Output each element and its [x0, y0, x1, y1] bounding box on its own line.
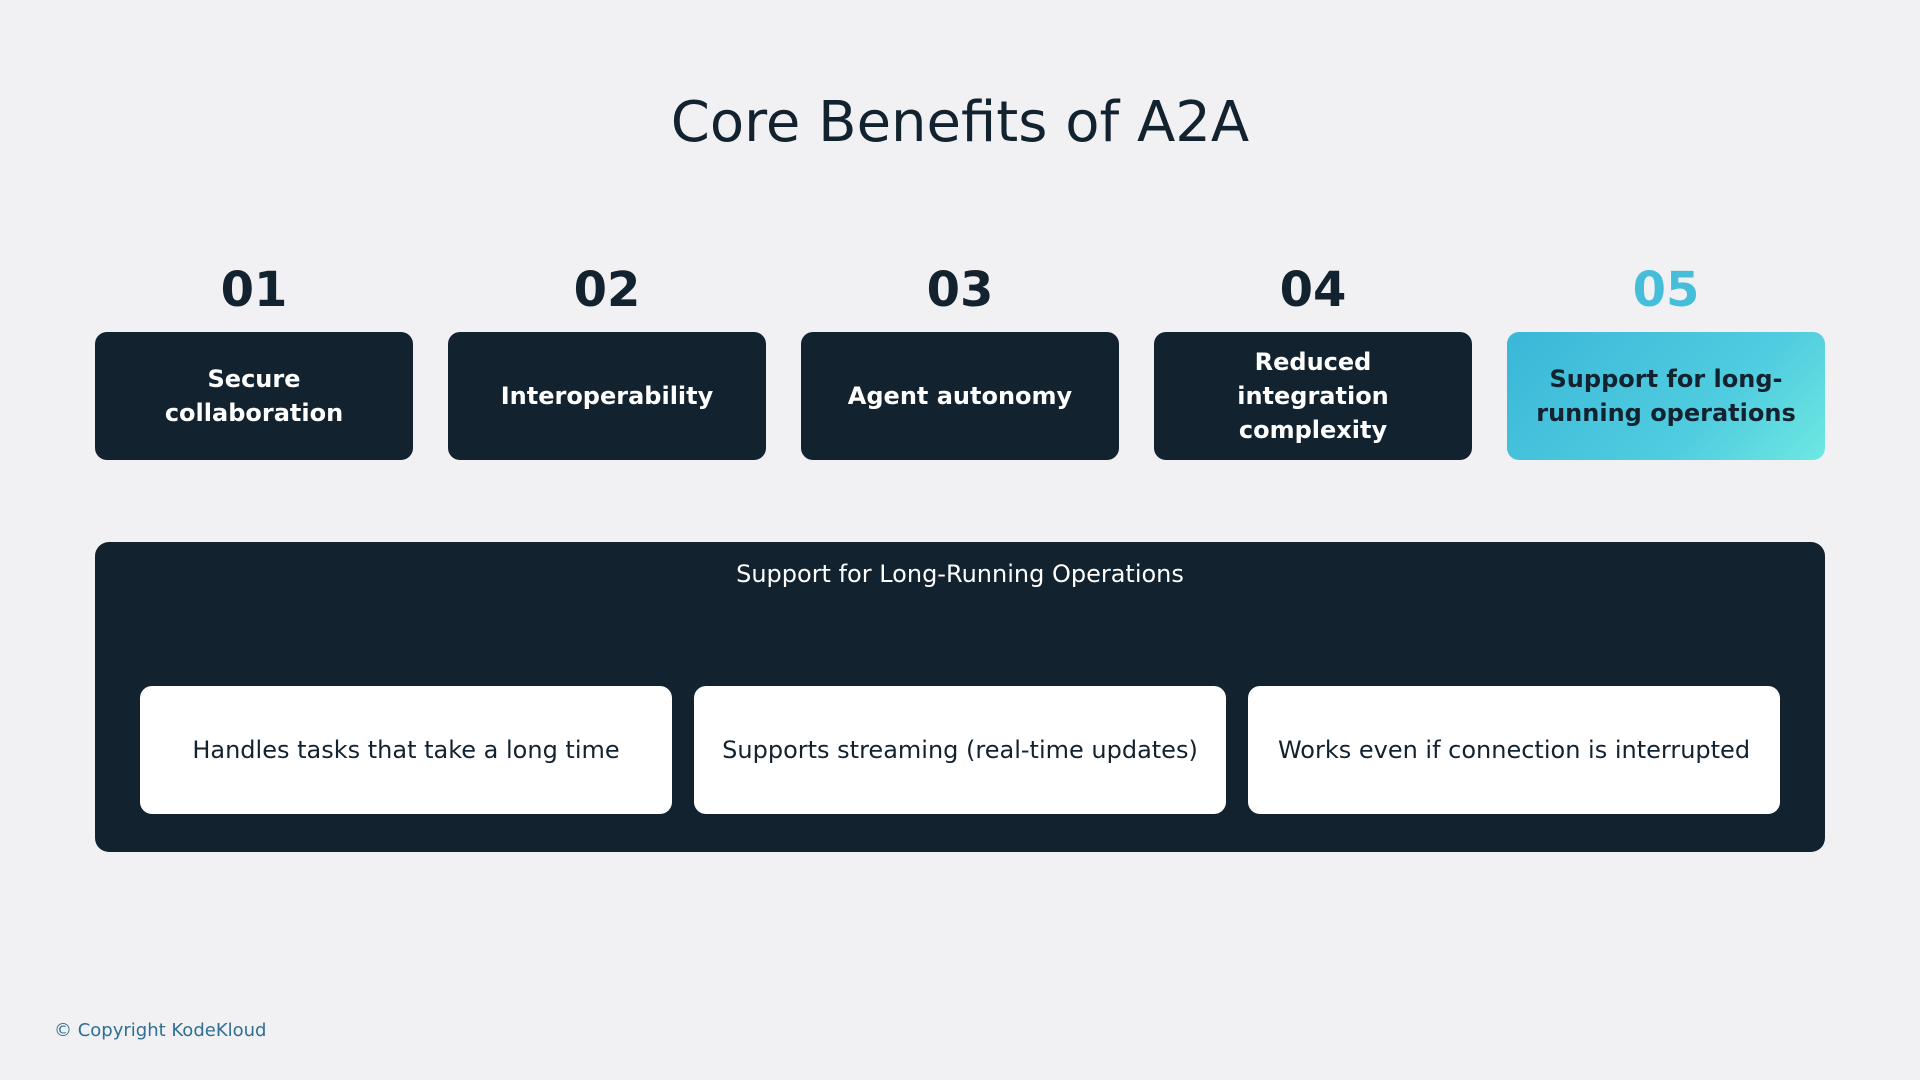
benefit-4-number: 04: [1279, 262, 1347, 318]
detail-title: Support for Long-Running Operations: [736, 560, 1184, 588]
benefit-2: 02 Interoperability: [448, 258, 766, 460]
benefit-1-number: 01: [220, 262, 288, 318]
benefit-2-card: Interoperability: [448, 332, 766, 460]
benefit-2-number: 02: [573, 262, 641, 318]
slide-title: Core Benefits of A2A: [670, 90, 1250, 155]
benefit-4: 04 Reduced integration complexity: [1154, 258, 1472, 460]
benefit-1-card: Secure collaboration: [95, 332, 413, 460]
benefits-row: 01 Secure collaboration 02 Interoperabil…: [95, 258, 1825, 460]
benefit-1: 01 Secure collaboration: [95, 258, 413, 460]
copyright-text: © Copyright KodeKloud: [54, 1020, 267, 1041]
benefit-3: 03 Agent autonomy: [801, 258, 1119, 460]
detail-card-2: Supports streaming (real-time updates): [694, 686, 1226, 814]
benefit-4-card: Reduced integration complexity: [1154, 332, 1472, 460]
benefit-3-number: 03: [926, 262, 994, 318]
benefit-3-card: Agent autonomy: [801, 332, 1119, 460]
benefit-5-number: 05: [1632, 262, 1700, 318]
detail-panel: Support for Long-Running Operations Hand…: [95, 542, 1825, 852]
benefit-5-card: Support for long-running operations: [1507, 332, 1825, 460]
detail-card-3: Works even if connection is interrupted: [1248, 686, 1780, 814]
detail-card-1: Handles tasks that take a long time: [140, 686, 672, 814]
benefit-5: 05 Support for long-running operations: [1507, 258, 1825, 460]
